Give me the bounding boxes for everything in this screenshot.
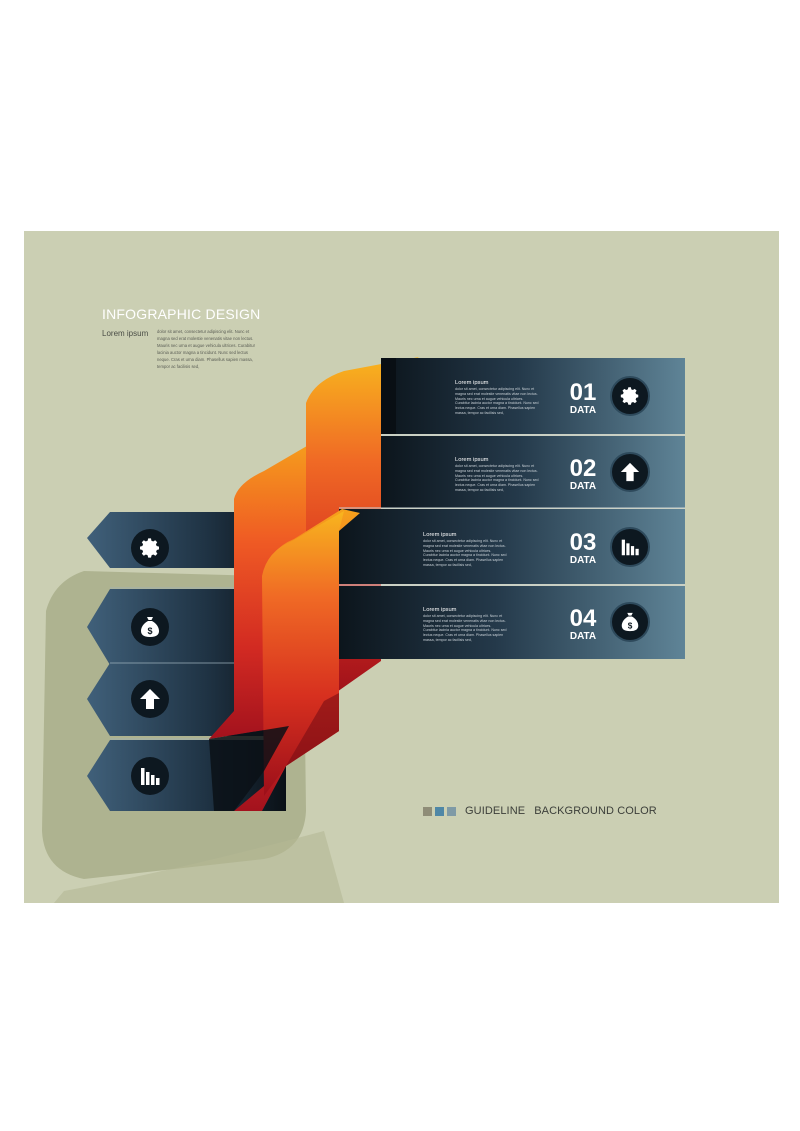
arrow-up-icon (140, 689, 160, 709)
intro-label: Lorem ipsum (102, 329, 149, 338)
intro-text: dolor sit amet, consectetur adipiscing e… (157, 329, 255, 369)
svg-text:$: $ (147, 626, 152, 636)
guideline: GUIDELINE BACKGROUND COLOR (423, 805, 657, 817)
left-arrow-4-icon (131, 757, 169, 795)
money-bag-icon: $ (621, 612, 639, 632)
row-1-text: Lorem ipsum dolor sit amet, consectetur … (455, 380, 539, 416)
row-4-number: 04 DATA (563, 605, 603, 643)
row-3-number-value: 03 (569, 529, 597, 556)
money-bag-icon: $ (141, 617, 159, 637)
row-3-number-label: DATA (569, 555, 597, 566)
row-4-text: Lorem ipsum dolor sit amet, consectetur … (423, 607, 507, 643)
bar-chart-icon (621, 539, 639, 556)
row-3-text: Lorem ipsum dolor sit amet, consectetur … (423, 532, 507, 568)
row-2-heading: Lorem ipsum (455, 457, 489, 463)
row-1-heading: Lorem ipsum (455, 380, 489, 386)
gear-icon (620, 387, 639, 405)
row-1-icon (610, 376, 650, 416)
row-4-number-value: 04 (569, 605, 597, 632)
row-4-icon: $ (610, 602, 650, 642)
row-2-number-label: DATA (569, 481, 597, 492)
row-2-number: 02 DATA (563, 455, 603, 493)
bar-chart-icon (141, 768, 160, 785)
left-arrow-1-icon (131, 529, 169, 567)
right-bars (339, 358, 685, 659)
swatch-1 (423, 806, 432, 816)
infographic-artwork (42, 357, 685, 903)
svg-text:$: $ (628, 621, 633, 630)
row-4-heading: Lorem ipsum (423, 607, 457, 613)
row-1-number-label: DATA (569, 405, 597, 416)
guideline-text: BACKGROUND COLOR (534, 805, 657, 817)
row-2-body: dolor sit amet, consectetur adipiscing e… (455, 464, 539, 492)
left-arrow-2-icon: $ (131, 608, 169, 646)
guideline-label: GUIDELINE (465, 805, 526, 817)
row-2-number-value: 02 (569, 455, 597, 482)
row-3-heading: Lorem ipsum (423, 532, 457, 538)
page-title: INFOGRAPHIC DESIGN (102, 306, 261, 322)
row-3-number: 03 DATA (563, 529, 603, 567)
row-1-number-value: 01 (569, 379, 597, 406)
swatch-3 (447, 806, 456, 816)
row-1-number: 01 DATA (563, 379, 603, 417)
row-4-body: dolor sit amet, consectetur adipiscing e… (423, 614, 507, 642)
row-3-body: dolor sit amet, consectetur adipiscing e… (423, 539, 507, 567)
gear-icon (140, 538, 159, 558)
infographic-panel: INFOGRAPHIC DESIGN Lorem ipsum dolor sit… (24, 231, 779, 903)
row-2-icon (610, 452, 650, 492)
row-1-body: dolor sit amet, consectetur adipiscing e… (455, 387, 539, 415)
row-3-icon (610, 527, 650, 567)
swatch-2 (435, 806, 444, 816)
arrow-up-icon (620, 462, 640, 482)
left-arrow-3-icon (131, 680, 169, 718)
row-4-number-label: DATA (569, 631, 597, 642)
row-2-text: Lorem ipsum dolor sit amet, consectetur … (455, 457, 539, 493)
